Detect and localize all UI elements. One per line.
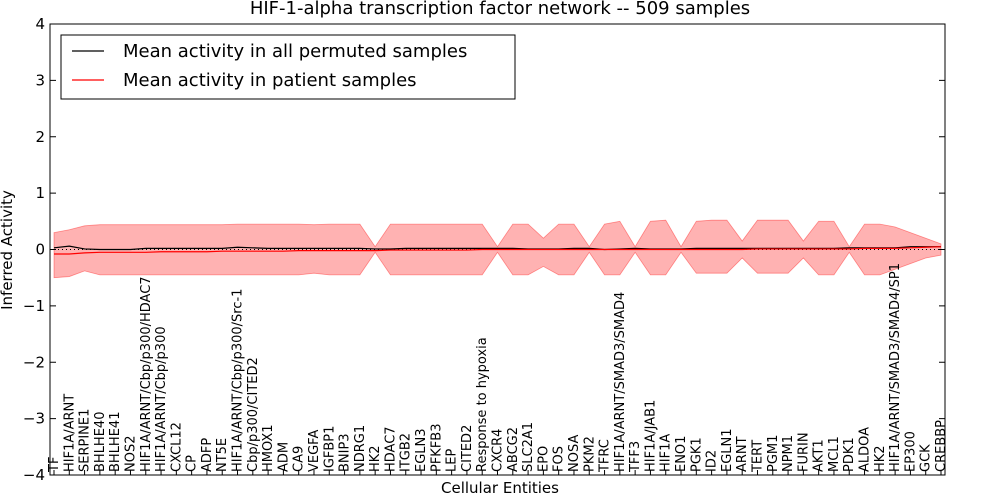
x-tick-label: FOS [552,446,567,472]
y-axis-label: Inferred Activity [0,190,16,310]
y-tick-label: 4 [35,15,45,33]
x-tick-label: LEP [445,449,460,472]
y-tick-label: 0 [35,241,45,259]
chart-title: HIF-1-alpha transcription factor network… [250,0,750,19]
x-tick-label: NDRG1 [353,425,368,472]
x-tick-label: EGLN1 [720,428,735,472]
x-tick-label: Cbp/p300/CITED2 [246,357,261,472]
y-tick-label: −3 [23,410,45,428]
x-tick-label: ARNT [735,436,750,472]
x-tick-label: ADFP [200,438,215,472]
x-tick-label: EGLN3 [414,428,429,472]
x-tick-label: HIF1A/ARNT/Cbp/p300/HDAC7 [139,276,154,472]
x-tick-label: Response to hypoxia [475,337,490,472]
x-tick-label: BNIP3 [338,433,353,472]
y-tick-label: −2 [23,353,45,371]
x-axis-label: Cellular Entities [441,479,559,497]
x-tick-label: HMOX1 [261,424,276,472]
x-tick-label: CITED2 [460,425,475,472]
x-tick-label: FURIN [796,432,811,472]
x-tick-label: CREBBP [934,420,949,472]
x-tick-label: PKM2 [582,436,597,472]
x-tick-label: AKT1 [812,439,827,472]
x-tick-label: HIF1A/ARNT [62,394,77,472]
x-tick-label: HK2 [873,445,888,472]
x-tick-label: CXCL12 [169,422,184,472]
x-tick-label: BHLHE41 [108,412,123,472]
x-tick-label: EP300 [903,431,918,472]
x-tick-label: HIF1A/JAB1 [643,400,658,472]
x-tick-label: ALDOA [858,427,873,472]
x-tick-label: HIF1A/ARNT/Cbp/p300/Src-1 [231,289,246,472]
x-tick-label: HIF1A/ARNT/Cbp/p300 [154,326,169,472]
x-tick-label: SLC2A1 [521,422,536,472]
y-tick-label: −4 [23,466,45,484]
x-tick-label: ADM [276,442,291,472]
x-tick-label: PDK1 [842,437,857,472]
y-tick-label: 3 [35,71,45,89]
x-tick-label: CXCR4 [491,429,506,472]
x-tick-label: PGM1 [766,435,781,472]
x-tick-label: PGK1 [689,437,704,472]
x-tick-label: HIF1A [659,434,674,472]
x-tick-label: CP [185,455,200,472]
x-tick-label: ABCG2 [506,427,521,472]
x-tick-label: NOSA [567,435,582,472]
x-tick-label: EPO [536,446,551,472]
legend-box [60,34,516,100]
x-tick-label: HIF1A/ARNT/SMAD3/SMAD4/SP1 [888,263,903,472]
y-tick-label: 1 [35,184,45,202]
series-line-patient [54,246,942,255]
x-tick-label: NT5E [215,438,230,472]
x-tick-label: NPM1 [781,435,796,472]
x-tick-label: TFF3 [628,441,643,473]
x-tick-label: TFRC [598,439,613,473]
x-tick-label: HDAC7 [383,426,398,472]
x-tick-label: ITGB2 [399,433,414,472]
legend: Mean activity in all permuted samples Me… [60,34,516,100]
x-tick-label: GCK [919,444,934,472]
x-tick-label: MCL1 [827,436,842,472]
x-tick-label: NOS2 [123,436,138,472]
x-tick-label: VEGFA [307,430,322,472]
x-tick-label: ENO1 [674,436,689,472]
x-tick-label: SERPINE1 [78,409,93,472]
x-tick-label: BHLHE40 [93,412,108,472]
y-tick-label: 2 [35,128,45,146]
x-tick-label: TERT [750,440,765,473]
x-tick-label: HIF1A/ARNT/SMAD3/SMAD4 [613,292,628,472]
x-tick-label: PFKFB3 [429,423,444,472]
x-tick-label: IGFBP1 [322,426,337,472]
y-tick-label: −1 [23,297,45,315]
x-tick-label: ID2 [705,450,720,472]
x-tick-label: HK2 [368,445,383,472]
legend-label-patient: Mean activity in patient samples [123,70,417,91]
x-tick-label: TF [47,457,62,473]
legend-label-permuted: Mean activity in all permuted samples [123,41,467,62]
x-tick-label: CA9 [292,446,307,472]
